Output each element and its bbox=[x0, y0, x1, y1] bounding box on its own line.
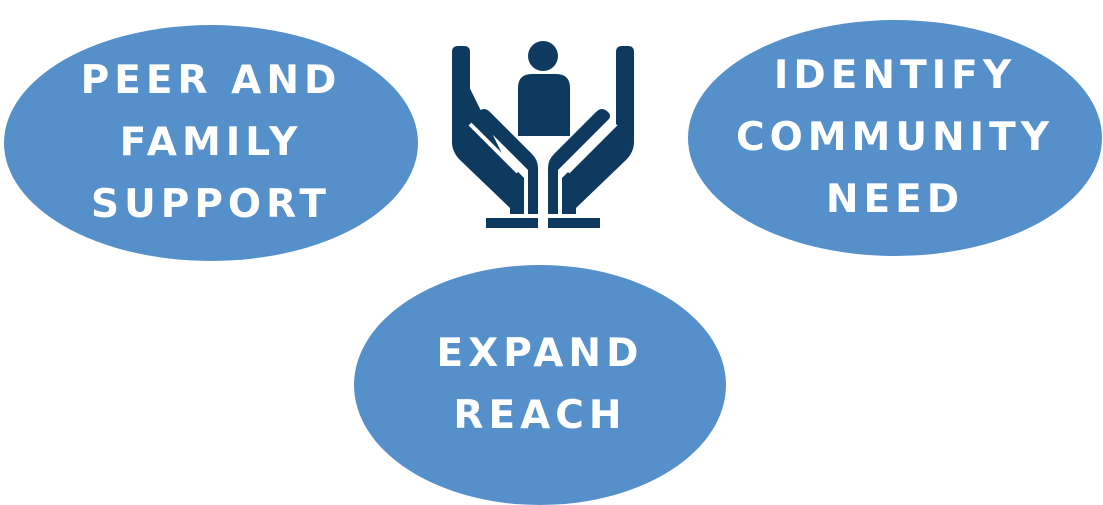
node-label: EXPAND REACH bbox=[437, 323, 644, 447]
node-label: PEER AND FAMILY SUPPORT bbox=[81, 50, 342, 236]
node-expand-reach: EXPAND REACH bbox=[354, 265, 726, 505]
node-label-line: EXPAND bbox=[436, 331, 644, 376]
node-peer-family-support: PEER AND FAMILY SUPPORT bbox=[4, 25, 418, 261]
node-label-line: SUPPORT bbox=[91, 182, 331, 227]
node-label-line: NEED bbox=[825, 177, 965, 222]
node-label-line: IDENTIFY bbox=[773, 53, 1017, 98]
node-label-line: PEER AND bbox=[80, 58, 342, 103]
node-label-line: REACH bbox=[453, 393, 627, 438]
node-label: IDENTIFY COMMUNITY NEED bbox=[736, 45, 1054, 231]
node-label-line: COMMUNITY bbox=[735, 115, 1055, 160]
hands-supporting-person-icon bbox=[440, 30, 660, 240]
node-label-line: FAMILY bbox=[119, 120, 303, 165]
node-identify-community-need: IDENTIFY COMMUNITY NEED bbox=[688, 20, 1102, 256]
